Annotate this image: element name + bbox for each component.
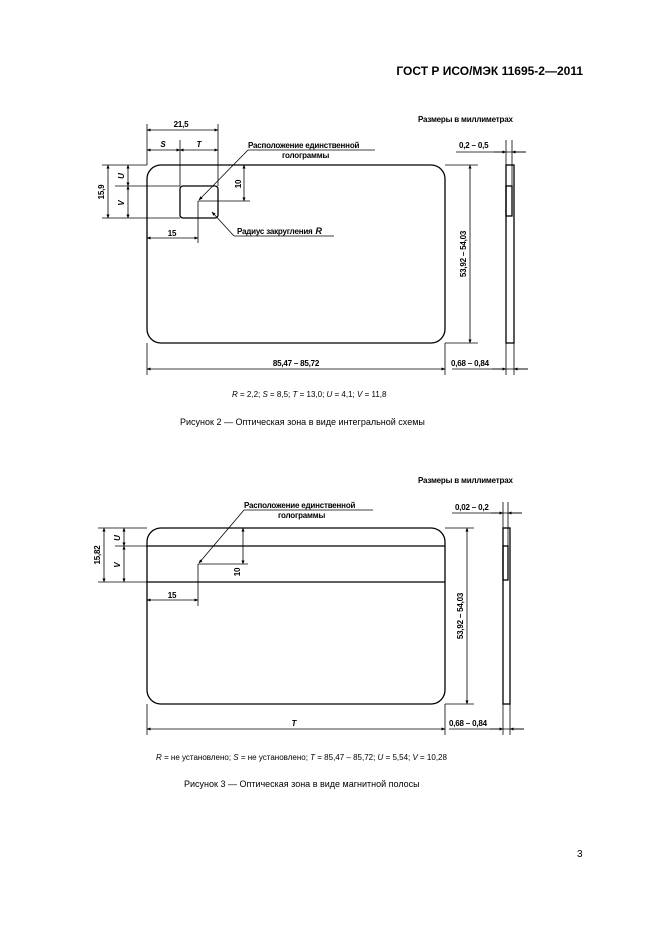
figure2-hologram-thickness: 0,2 – 0,5 <box>459 141 489 150</box>
figure2-side-hologram <box>505 185 513 217</box>
figure2-label-v: V <box>117 200 126 206</box>
figure3-width-symbol: T <box>292 719 298 728</box>
figure2-card-height: 53,92 – 54,03 <box>459 230 468 277</box>
figure2-hologram-label-line1: Расположение единственной <box>248 141 360 150</box>
figure3-caption: Рисунок 3 — Оптическая зона в виде магни… <box>184 779 420 789</box>
figure2-label-u: U <box>117 173 126 179</box>
figure3-units-note: Размеры в миллиметрах <box>418 476 513 485</box>
page-number: 3 <box>577 849 583 860</box>
figure2-dim-10: 10 <box>234 179 243 188</box>
figure2-side-view <box>505 164 515 344</box>
figure2-dim-15: 15 <box>168 229 177 238</box>
figure2-dim-left-height: 15,9 <box>97 184 106 200</box>
figure3-hologram-label-line2: голограммы <box>278 511 325 520</box>
figure2-chip-area <box>179 185 219 219</box>
figure2-caption: Рисунок 2 — Оптическая зона в виде интег… <box>180 417 425 427</box>
figure2-card-width: 85,47 – 85,72 <box>273 359 320 368</box>
figure3-side-view <box>502 527 511 705</box>
figure2-hologram-label-line2: голограммы <box>282 151 329 160</box>
figure3-label-v: V <box>113 562 122 568</box>
figure3-dim-15: 15 <box>168 591 177 600</box>
figure2-card-outline <box>146 164 446 344</box>
figure3-drawing: 15,82 U V 10 15 Расположение единственно… <box>93 501 524 735</box>
figure3-dim-left-height: 15,82 <box>93 545 102 565</box>
figure3-card-outline <box>146 527 446 705</box>
figure3-label-u: U <box>113 535 122 541</box>
figure3-hologram-label-line1: Расположение единственной <box>244 501 356 510</box>
figure3-dim-10: 10 <box>233 567 242 576</box>
figure3-card-height: 53,92 – 54,03 <box>456 592 465 639</box>
figure2-thickness: 0,68 – 0,84 <box>451 359 490 368</box>
figure2-units-note: Размеры в миллиметрах <box>418 115 513 124</box>
figure2-parameters: R = 2,2; S = 8,5; T = 13,0; U = 4,1; V =… <box>232 390 387 399</box>
figure3-thickness: 0,68 – 0,84 <box>449 719 488 728</box>
figure3-side-hologram <box>502 545 509 581</box>
figure2-label-t: T <box>197 140 203 149</box>
figure3-hologram-thickness: 0,02 – 0,2 <box>455 503 489 512</box>
standard-header: ГОСТ Р ИСО/МЭК 11695-2—2011 <box>396 64 583 78</box>
figure2-drawing: 21,5 S T 15,9 U V 10 15 Расположение еди… <box>97 120 528 375</box>
figure2-dim-top-width: 21,5 <box>174 120 190 129</box>
figure3-parameters: R = не установлено; S = не установлено; … <box>156 753 447 762</box>
figure2-label-s: S <box>160 140 166 149</box>
